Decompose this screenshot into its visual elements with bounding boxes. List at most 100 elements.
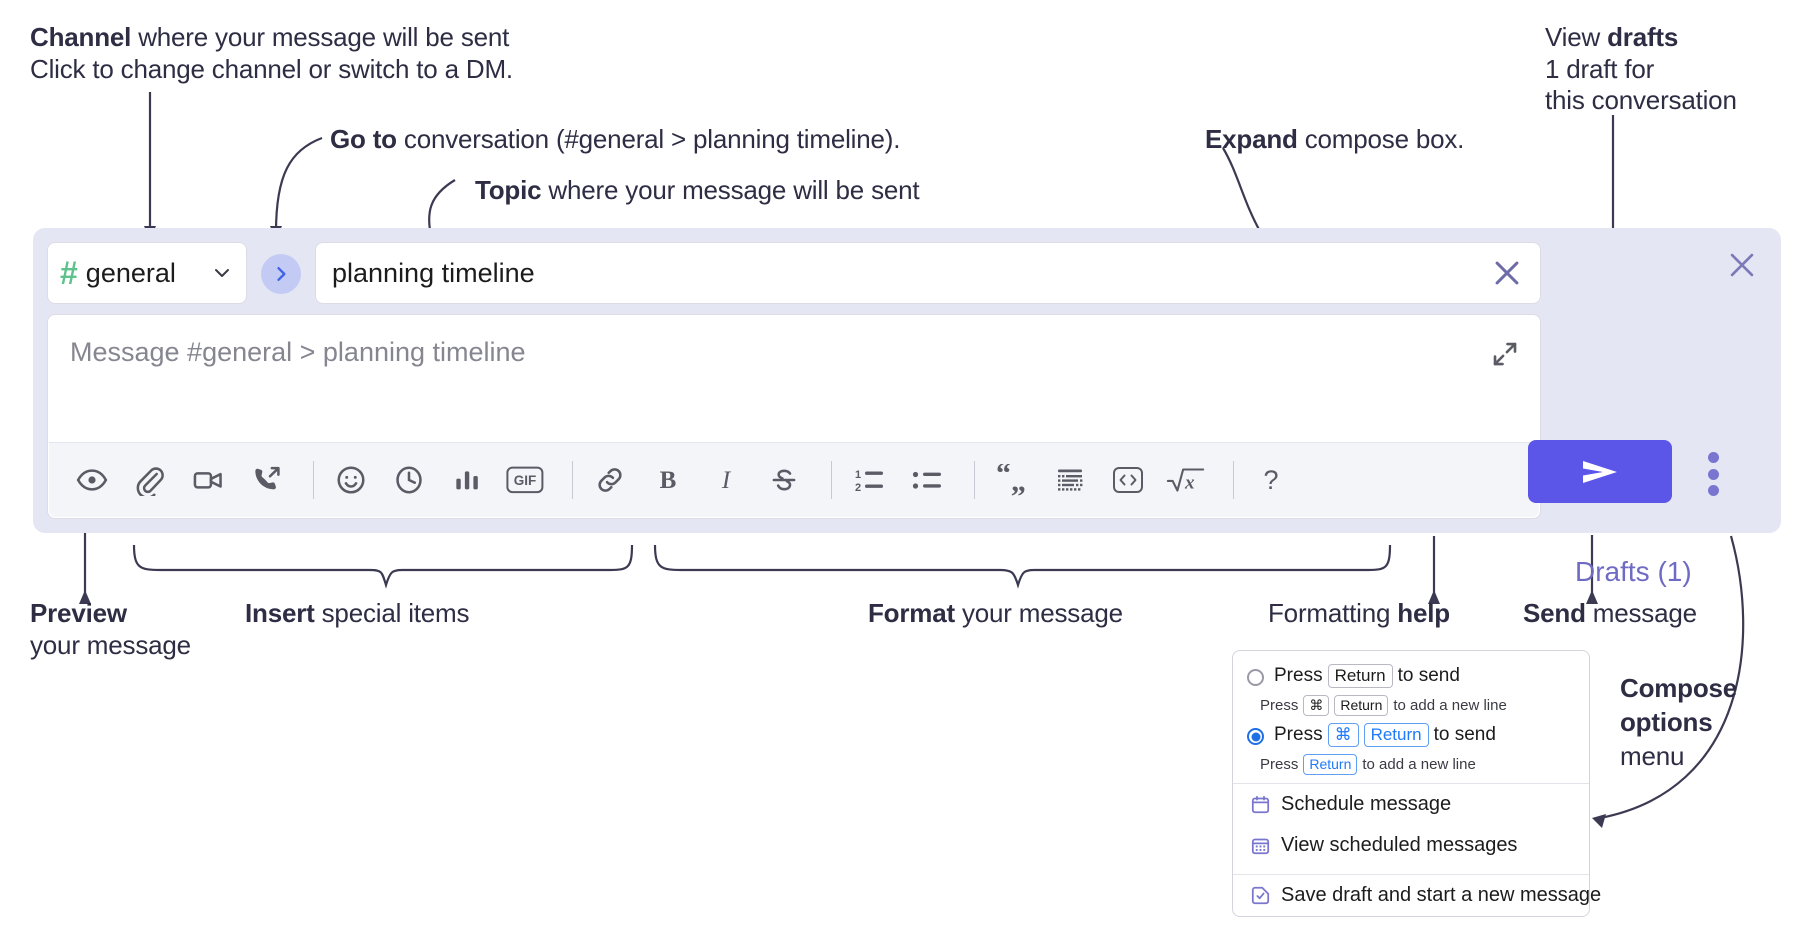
option2-prefix: Press	[1274, 724, 1323, 745]
svg-text:1: 1	[855, 469, 861, 481]
compose-inner: # general planning timeline	[47, 242, 1541, 519]
key-return: Return	[1303, 754, 1358, 775]
radio-unselected[interactable]	[1247, 669, 1264, 686]
audio-call-icon[interactable]	[245, 459, 287, 501]
preview-icon[interactable]	[71, 459, 113, 501]
help-icon[interactable]: ?	[1250, 459, 1292, 501]
annotation-goto: Go to conversation (#general > planning …	[330, 124, 900, 156]
annotation-drafts-bold: drafts	[1607, 22, 1679, 52]
svg-text:„: „	[1011, 465, 1026, 496]
latex-icon[interactable]: x	[1165, 459, 1207, 501]
menu-item-save-draft[interactable]: Save draft and start a new message	[1233, 875, 1601, 916]
clear-topic-icon[interactable]	[1490, 256, 1524, 290]
menu-item-view-scheduled-messages[interactable]: View scheduled messages	[1233, 825, 1589, 866]
ordered-list-icon[interactable]: 1 2	[848, 459, 890, 501]
annotation-send-bold: Send	[1523, 598, 1586, 628]
svg-text:GIF: GIF	[514, 473, 537, 488]
compose-header-row: # general planning timeline	[47, 242, 1541, 305]
kebab-menu-icon	[1707, 452, 1719, 463]
radio-selected[interactable]	[1247, 728, 1264, 745]
menu-item-schedule-message[interactable]: Schedule message	[1233, 784, 1589, 825]
svg-text:B: B	[660, 467, 677, 494]
key-return: Return	[1334, 695, 1389, 716]
compose-options-button[interactable]	[1700, 452, 1726, 496]
toolbar-separator	[974, 461, 975, 499]
annotation-channel-line2: Click to change channel or switch to a D…	[30, 53, 513, 84]
annotation-preview: Preview your message	[30, 598, 191, 661]
annotation-topic-bold: Topic	[475, 175, 542, 205]
menu-option-return-to-send[interactable]: Press Return to send Press ⌘ Return to a…	[1233, 661, 1589, 716]
channel-select[interactable]: # general	[47, 242, 247, 304]
annotation-expand-rest: compose box.	[1297, 124, 1465, 154]
toolbar-separator	[1233, 461, 1234, 499]
annotation-goto-rest: conversation (#general > planning timeli…	[396, 124, 901, 154]
menu-item-label: Save draft and start a new message	[1281, 884, 1602, 906]
goto-conversation-button[interactable]	[261, 254, 301, 294]
topic-value: planning timeline	[332, 257, 535, 288]
hash-icon: #	[60, 255, 78, 291]
key-command: ⌘	[1327, 723, 1359, 747]
annotation-insert-bold: Insert	[245, 598, 315, 628]
svg-text:“: “	[996, 464, 1011, 490]
annotation-topic-rest: where your message will be sent	[541, 175, 920, 205]
link-icon[interactable]	[589, 459, 631, 501]
option2-sub-prefix: Press	[1260, 756, 1299, 773]
italic-icon[interactable]: I	[705, 459, 747, 501]
menu-item-label: Schedule message	[1281, 793, 1452, 815]
strikethrough-icon[interactable]	[763, 459, 805, 501]
svg-text:x: x	[1184, 473, 1195, 494]
menu-divider	[1233, 783, 1589, 784]
expand-icon[interactable]	[1490, 339, 1520, 369]
bold-icon[interactable]: B	[647, 459, 689, 501]
menu-option-cmd-return-to-send[interactable]: Press ⌘ Return to send Press Return to a…	[1233, 720, 1589, 775]
key-return: Return	[1363, 723, 1429, 747]
save-draft-icon	[1249, 885, 1271, 907]
option1-sub-suffix: to add a new line	[1393, 697, 1507, 714]
poll-icon[interactable]	[446, 459, 488, 501]
topic-input[interactable]: planning timeline	[315, 242, 1541, 304]
annotation-send: Send message	[1523, 598, 1697, 630]
clock-icon[interactable]	[388, 459, 430, 501]
compose-widget: Drafts (1) # general planning timeline	[33, 228, 1781, 587]
toolbar-separator	[313, 461, 314, 499]
drafts-link[interactable]: Drafts (1)	[1575, 556, 1692, 587]
code-block-icon[interactable]	[1049, 459, 1091, 501]
annotation-channel-rest: where your message will be sent	[131, 22, 510, 52]
calendar-icon	[1249, 794, 1271, 816]
attachment-icon[interactable]	[129, 459, 171, 501]
chevron-right-icon	[271, 264, 291, 284]
annotation-insert-rest: special items	[314, 598, 470, 628]
svg-text:I: I	[721, 467, 732, 494]
close-icon[interactable]	[1725, 248, 1759, 282]
send-button[interactable]	[1528, 440, 1672, 503]
annotation-insert: Insert special items	[245, 598, 470, 630]
send-icon	[1577, 454, 1623, 490]
annotation-expand-bold: Expand	[1205, 124, 1298, 154]
annotation-channel-bold: Channel	[30, 22, 132, 52]
annotation-topic: Topic where your message will be sent	[475, 175, 920, 207]
message-input[interactable]: Message #general > planning timeline	[70, 337, 526, 367]
blockquote-icon[interactable]: “ „	[991, 459, 1033, 501]
calendar-grid-icon	[1249, 835, 1271, 857]
key-command: ⌘	[1303, 695, 1330, 716]
kebab-menu-icon	[1707, 468, 1719, 480]
annotation-drafts: View drafts 1 draft for this conversatio…	[1545, 22, 1737, 117]
annotation-drafts-rest: View	[1545, 22, 1608, 52]
option1-prefix: Press	[1274, 665, 1323, 686]
annotation-send-rest: message	[1585, 598, 1697, 628]
annotation-preview-line2: your message	[30, 629, 191, 660]
key-return: Return	[1327, 664, 1393, 688]
video-camera-icon[interactable]	[187, 459, 229, 501]
option2-sub-suffix: to add a new line	[1362, 756, 1476, 773]
annotation-compose-options: Compose options menu	[1620, 672, 1737, 773]
annotation-formatting-help: Formatting help	[1268, 598, 1450, 630]
message-box: Message #general > planning timeline	[47, 314, 1541, 519]
option1-suffix: to send	[1397, 665, 1460, 686]
menu-item-label: View scheduled messages	[1281, 834, 1518, 856]
annotation-channel: Channel where your message will be sent …	[30, 22, 513, 85]
gif-icon[interactable]: GIF	[504, 459, 546, 501]
bulleted-list-icon[interactable]	[906, 459, 948, 501]
code-inline-icon[interactable]	[1107, 459, 1149, 501]
compose-options-menu: Press Return to send Press ⌘ Return to a…	[1232, 650, 1601, 917]
emoji-icon[interactable]	[330, 459, 372, 501]
